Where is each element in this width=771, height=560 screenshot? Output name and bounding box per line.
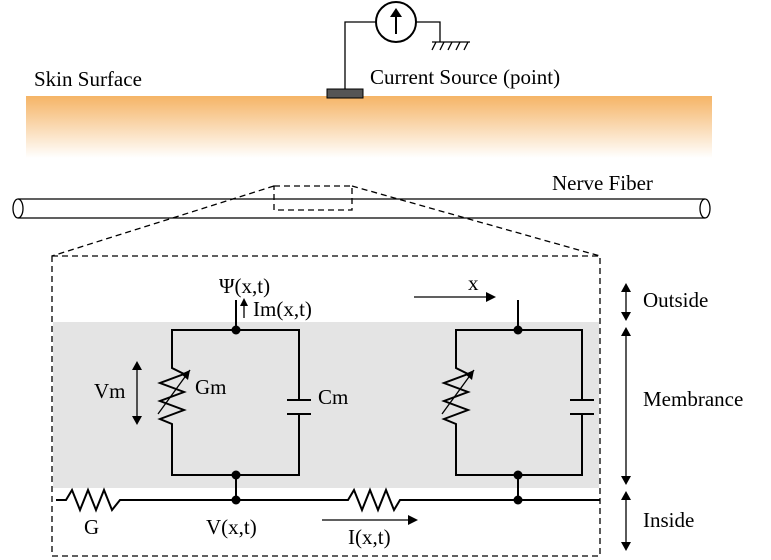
im-label: Im(x,t) [253,297,312,321]
gm-resistor [157,360,187,428]
membrane-band [53,322,599,488]
electrode [326,88,364,99]
v-label: V(x,t) [206,515,257,539]
g-label: G [84,515,99,539]
zoom-region [273,185,353,211]
skin-layer [26,96,712,158]
membrane-circuit-right [441,300,594,500]
membrane-circuit-left: Ψ(x,t) Im(x,t) Vm Gm Cm [94,274,348,500]
region-markers: Outside Membrance Inside [621,283,743,551]
x-direction-arrow: x [414,271,496,302]
inside-label: Inside [643,508,694,532]
im-arrow [240,298,248,318]
current-source-label: Current Source (point) [370,65,560,89]
gm-label: Gm [195,375,227,399]
vm-arrow [132,361,142,425]
vm-label: Vm [94,379,126,403]
psi-label: Ψ(x,t) [219,274,270,298]
cm-capacitor [287,399,311,415]
skin-surface-label: Skin Surface [34,67,142,91]
x-label: x [468,271,479,295]
i-label: I(x,t) [348,525,391,549]
detail-box [51,255,601,557]
i-arrow [322,515,418,525]
axial-line: G V(x,t) I(x,t) [56,487,600,549]
nerve-fiber: Nerve Fiber [12,171,711,219]
nerve-fiber-label: Nerve Fiber [552,171,653,195]
outside-label: Outside [643,288,708,312]
membrance-label: Membrance [643,387,743,411]
cm-label: Cm [318,385,348,409]
current-source: Current Source (point) [326,1,560,99]
ground-icon [431,41,470,51]
